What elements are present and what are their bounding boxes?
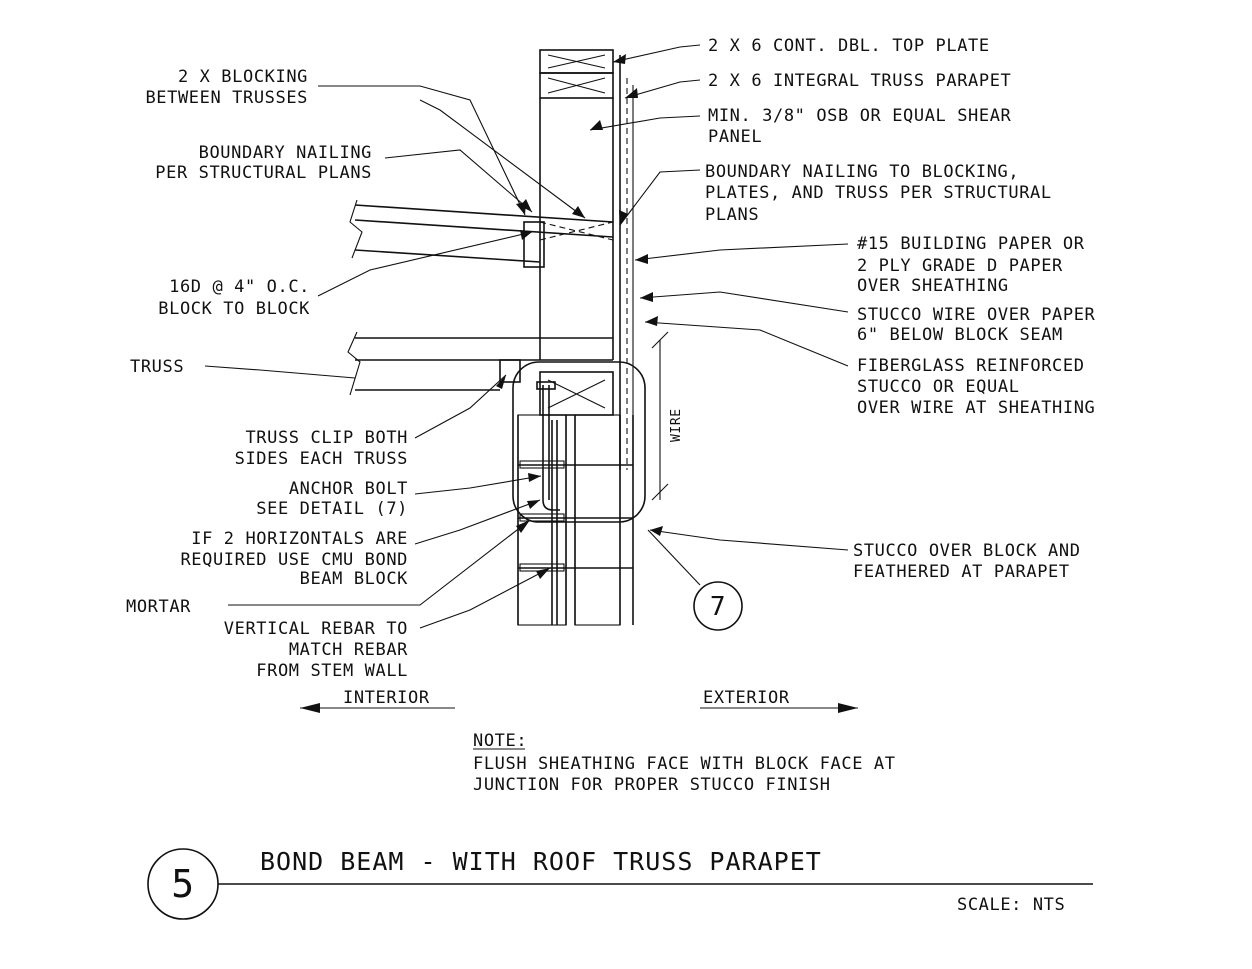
label-blocking-line1: 2 X BLOCKING bbox=[178, 67, 308, 87]
label-mortar: MORTAR bbox=[126, 597, 191, 617]
label-fiberglass-line1: FIBERGLASS REINFORCED bbox=[857, 356, 1085, 376]
label-boundary-blocking-line1: BOUNDARY NAILING TO BLOCKING, bbox=[705, 162, 1019, 182]
label-16d-line2: BLOCK TO BLOCK bbox=[158, 299, 310, 319]
label-stucco-wire-line1: STUCCO WIRE OVER PAPER bbox=[857, 305, 1096, 325]
label-boundary-blocking-line3: PLANS bbox=[705, 205, 759, 225]
label-fiberglass-line3: OVER WIRE AT SHEATHING bbox=[857, 398, 1095, 418]
label-boundary-nailing-line2: PER STRUCTURAL PLANS bbox=[155, 163, 372, 183]
direction-arrows bbox=[300, 703, 858, 713]
label-osb-line1: MIN. 3/8" OSB OR EQUAL SHEAR bbox=[708, 106, 1012, 126]
label-osb-line2: PANEL bbox=[708, 127, 762, 147]
left-labels: 2 X BLOCKING BETWEEN TRUSSES BOUNDARY NA… bbox=[126, 67, 408, 681]
label-truss-clip-line1: TRUSS CLIP BOTH bbox=[245, 428, 408, 448]
label-rebar-line3: FROM STEM WALL bbox=[256, 661, 408, 681]
leader-lines bbox=[204, 44, 849, 629]
drawing-title: BOND BEAM - WITH ROOF TRUSS PARAPET bbox=[260, 847, 822, 876]
label-interior: INTERIOR bbox=[343, 688, 430, 708]
leader-arrowheads bbox=[496, 54, 663, 579]
cmu-wall bbox=[517, 414, 634, 626]
label-stucco-wire-line2: 6" BELOW BLOCK SEAM bbox=[857, 325, 1063, 345]
label-exterior: EXTERIOR bbox=[703, 688, 790, 708]
bond-beam bbox=[512, 361, 646, 523]
label-16d-line1: 16D @ 4" O.C. bbox=[169, 277, 310, 297]
label-boundary-nailing-line1: BOUNDARY NAILING bbox=[199, 143, 372, 163]
label-rebar-line1: VERTICAL REBAR TO bbox=[224, 619, 408, 639]
wire-dimension bbox=[651, 331, 669, 501]
label-building-paper-line2: 2 PLY GRADE D PAPER bbox=[857, 256, 1063, 276]
detail-callout-number: 7 bbox=[710, 592, 726, 622]
label-building-paper-line3: OVER SHEATHING bbox=[857, 276, 1009, 296]
label-truss-parapet: 2 X 6 INTEGRAL TRUSS PARAPET bbox=[708, 71, 1011, 91]
lower-truss bbox=[347, 331, 613, 396]
label-top-plate: 2 X 6 CONT. DBL. TOP PLATE bbox=[708, 36, 990, 56]
note-line1: FLUSH SHEATHING FACE WITH BLOCK FACE AT bbox=[473, 754, 896, 774]
label-boundary-blocking-line2: PLATES, AND TRUSS PER STRUCTURAL bbox=[705, 183, 1052, 203]
title-block bbox=[147, 748, 1093, 920]
label-stucco-block-line2: FEATHERED AT PARAPET bbox=[853, 562, 1070, 582]
label-truss: TRUSS bbox=[130, 357, 184, 377]
label-stucco-block-line1: STUCCO OVER BLOCK AND bbox=[853, 541, 1081, 561]
detail-number: 5 bbox=[171, 862, 194, 906]
label-truss-clip-line2: SIDES EACH TRUSS bbox=[235, 449, 408, 469]
note-line2: JUNCTION FOR PROPER STUCCO FINISH bbox=[473, 775, 831, 795]
label-fiberglass-line2: STUCCO OR EQUAL bbox=[857, 377, 1020, 397]
label-blocking-line2: BETWEEN TRUSSES bbox=[145, 88, 308, 108]
label-anchor-bolt-line2: SEE DETAIL (7) bbox=[256, 499, 408, 519]
upper-truss-and-blocking bbox=[349, 199, 614, 268]
label-horizontals-line1: IF 2 HORIZONTALS ARE bbox=[191, 529, 408, 549]
scale-label: SCALE: NTS bbox=[957, 895, 1065, 915]
parapet-wall bbox=[539, 49, 634, 470]
note-block: NOTE: FLUSH SHEATHING FACE WITH BLOCK FA… bbox=[473, 731, 896, 795]
detail-callout-circle bbox=[693, 581, 743, 631]
note-heading: NOTE: bbox=[473, 731, 527, 751]
label-anchor-bolt-line1: ANCHOR BOLT bbox=[289, 479, 408, 499]
right-labels: 2 X 6 CONT. DBL. TOP PLATE 2 X 6 INTEGRA… bbox=[705, 36, 1096, 582]
label-building-paper-line1: #15 BUILDING PAPER OR bbox=[857, 234, 1085, 254]
label-horizontals-line3: BEAM BLOCK bbox=[300, 569, 409, 589]
label-rebar-line2: MATCH REBAR bbox=[289, 640, 408, 660]
label-horizontals-line2: REQUIRED USE CMU BOND bbox=[180, 550, 408, 570]
label-wire: WIRE bbox=[669, 408, 684, 442]
